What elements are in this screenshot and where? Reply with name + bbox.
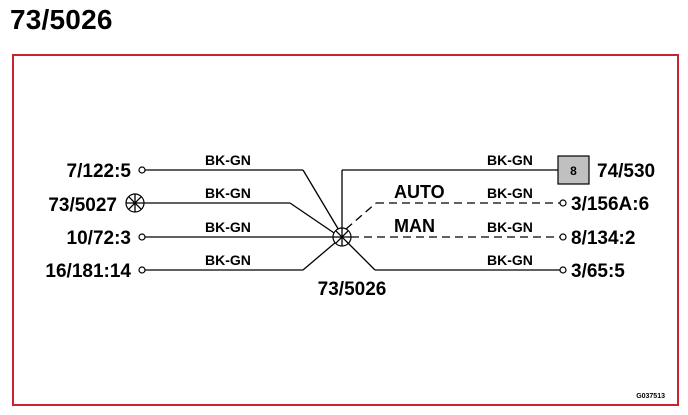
- left-label-3: 10/72:3: [67, 228, 131, 249]
- wire-color-left-1: BK-GN: [205, 152, 251, 168]
- wire-color-right-2: BK-GN: [487, 185, 533, 201]
- left-label-1: 7/122:5: [67, 161, 132, 182]
- mode-label-auto: AUTO: [394, 182, 445, 202]
- right-label-1: 74/530: [597, 161, 655, 182]
- mode-label-man: MAN: [394, 216, 435, 236]
- right-label-3: 8/134:2: [571, 228, 635, 249]
- wire-color-left-2: BK-GN: [205, 185, 251, 201]
- splice-label: 73/5026: [318, 279, 387, 300]
- wire-color-right-4: BK-GN: [487, 252, 533, 268]
- connector-box-icon: [557, 155, 590, 185]
- wire-right-4-diag: [347, 242, 376, 271]
- open-circle-icon: [559, 266, 567, 274]
- wire-color-left-3: BK-GN: [205, 219, 251, 235]
- figure-id: G037513: [636, 393, 665, 400]
- open-circle-icon: [559, 199, 567, 207]
- ground-point-icon: [125, 193, 145, 213]
- splice-point-icon: [332, 227, 352, 247]
- wire-right-2-diag: [345, 202, 377, 230]
- wire-left-1-diag: [302, 169, 344, 238]
- open-circle-icon: [138, 166, 146, 174]
- page-title: 73/5026: [10, 4, 113, 35]
- wire-color-left-4: BK-GN: [205, 252, 251, 268]
- open-circle-icon: [138, 266, 146, 274]
- right-label-4: 3/65:5: [571, 261, 625, 282]
- left-label-4: 16/181:14: [45, 261, 131, 282]
- connector-pin-number: 8: [570, 164, 577, 178]
- diagram-frame: [12, 54, 679, 406]
- open-circle-icon: [138, 233, 146, 241]
- left-label-2: 73/5027: [48, 195, 117, 216]
- wire-left-2-diag: [289, 202, 341, 238]
- wire-color-right-3: BK-GN: [487, 219, 533, 235]
- wire-color-right-1: BK-GN: [487, 152, 533, 168]
- wire-left-4-diag: [302, 241, 337, 271]
- right-label-2: 3/156A:6: [571, 194, 649, 215]
- open-circle-icon: [559, 233, 567, 241]
